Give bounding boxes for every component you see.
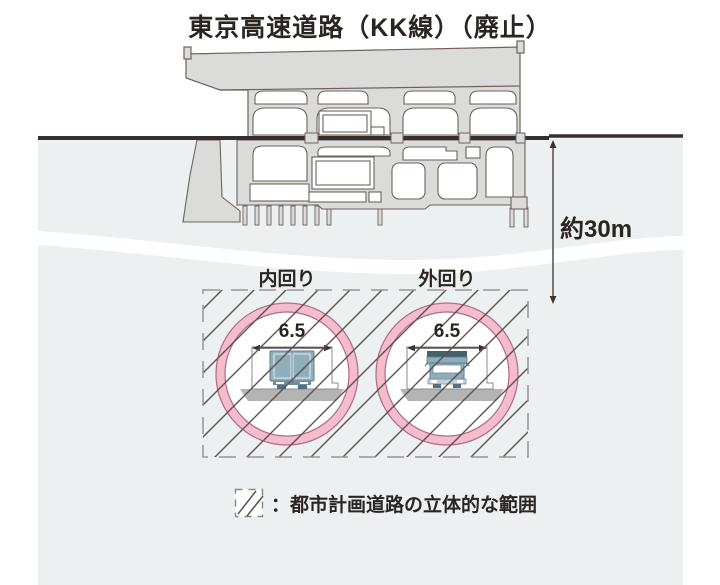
legend-text: ：都市計画道路の立体的な範囲 (271, 494, 538, 516)
lower-arch-row (252, 107, 518, 136)
legend: ：都市計画道路の立体的な範囲 (234, 488, 537, 518)
upper-arch-row (254, 90, 517, 105)
hatch-legend-icon (234, 488, 264, 518)
diagram-title: 東京高速道路（KK線）（廃止） (188, 14, 552, 42)
depth-label: 約30m (560, 216, 633, 243)
inner-diameter-label: 6.5 (278, 321, 306, 342)
right-parapet (516, 40, 525, 54)
outer-diameter-label: 6.5 (433, 321, 461, 342)
retaining-wall-wedge (182, 139, 241, 223)
bay-inner-boxes (318, 110, 385, 136)
girder-bottom-line (219, 85, 521, 91)
tunnel-section (202, 289, 529, 458)
inner-loop-label: 内回り (258, 269, 316, 290)
basement-structure (236, 139, 529, 228)
basement-foot (510, 196, 528, 210)
basement-openings (249, 145, 514, 203)
planning-zone-hatch (203, 290, 528, 457)
outer-loop-label: 外回り (418, 269, 476, 290)
depth-arrow (549, 140, 557, 304)
depth-break-wave (31, 231, 690, 275)
ground-line (38, 134, 683, 140)
left-parapet (183, 46, 192, 60)
viaduct-structure (183, 40, 525, 140)
ground-crossing-columns (304, 132, 526, 144)
planning-zone-border (202, 289, 529, 458)
